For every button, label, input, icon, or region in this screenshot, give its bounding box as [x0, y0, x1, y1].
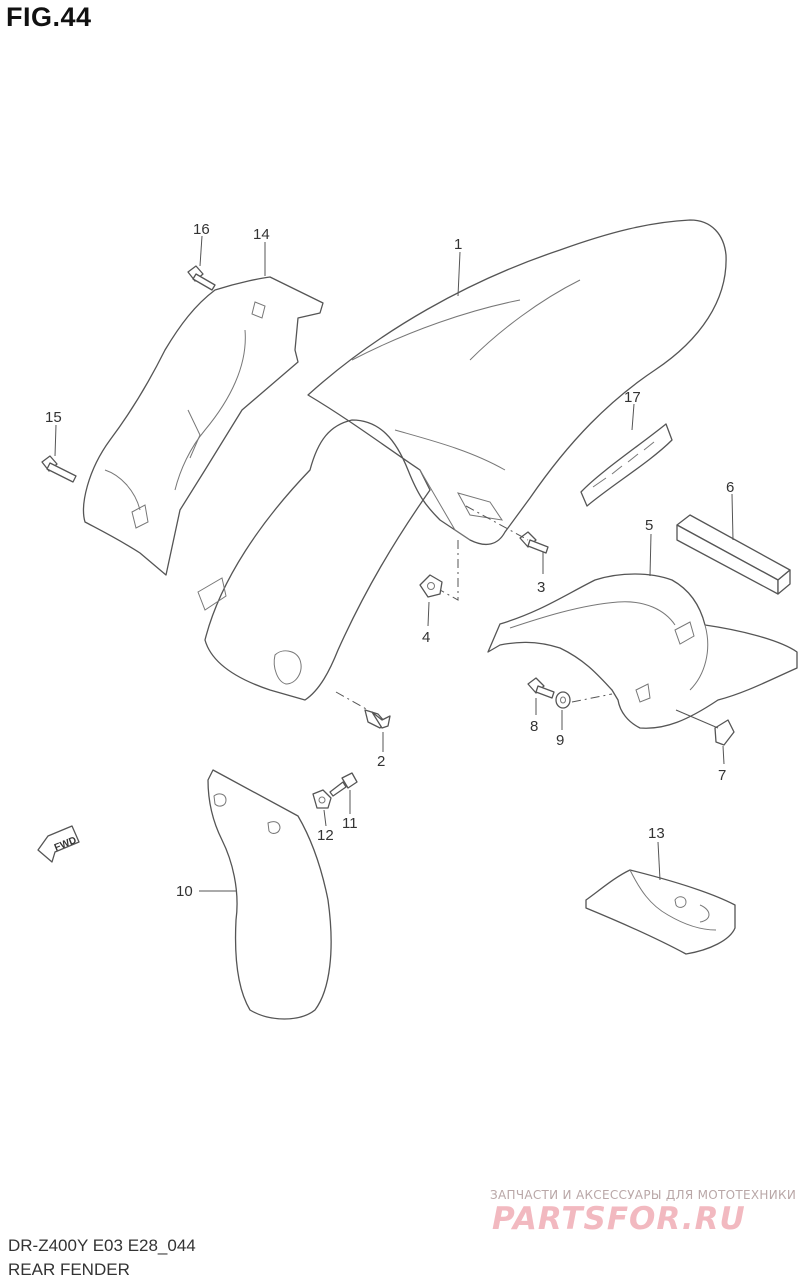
mud-flap-part-10[interactable]: [207, 769, 332, 1020]
callout-9: 9: [556, 732, 564, 749]
bolt-part-15[interactable]: [41, 455, 77, 483]
rear-fender-part-1[interactable]: [197, 219, 727, 701]
washer-part-9[interactable]: [555, 691, 571, 709]
nut-part-12[interactable]: [312, 789, 332, 809]
bolt-part-3[interactable]: [519, 531, 549, 554]
callout-14: 14: [253, 226, 270, 243]
inner-fender-part-5[interactable]: [487, 573, 798, 729]
bolt-part-16[interactable]: [187, 265, 216, 291]
callout-11: 11: [342, 815, 358, 832]
leader-lines: [54, 235, 734, 892]
callout-6: 6: [726, 479, 734, 496]
callout-7: 7: [718, 767, 726, 784]
callout-12: 12: [317, 827, 334, 844]
nut-part-4[interactable]: [419, 574, 443, 598]
callout-10: 10: [176, 883, 193, 900]
emblem-part-17[interactable]: [580, 423, 673, 507]
callout-13: 13: [648, 825, 665, 842]
part-name: REAR FENDER: [8, 1260, 130, 1279]
figure-title: FIG.44: [6, 2, 92, 32]
clip-nut-part-7[interactable]: [714, 719, 735, 746]
callout-17: 17: [624, 389, 641, 406]
callout-16: 16: [193, 221, 210, 238]
callout-8: 8: [530, 718, 538, 735]
callout-4: 4: [422, 629, 430, 646]
callout-3: 3: [537, 579, 545, 596]
watermark-caption: ЗАПЧАСТИ И АКСЕССУАРЫ ДЛЯ МОТОТЕХНИКИ: [490, 1188, 797, 1202]
forward-arrow-icon: FWD: [37, 825, 80, 863]
model-code: DR-Z400Y E03 E28_044: [8, 1236, 196, 1255]
plate-part-13[interactable]: [585, 869, 736, 955]
callout-15: 15: [45, 409, 62, 426]
callout-5: 5: [645, 517, 653, 534]
bolt-part-11[interactable]: [329, 772, 358, 797]
callout-1: 1: [454, 236, 462, 253]
watermark-logo: PARTSFOR.RU: [492, 1201, 746, 1237]
foam-part-6[interactable]: [676, 514, 791, 595]
side-cover-part-14[interactable]: [82, 276, 324, 576]
bolt-part-8[interactable]: [527, 677, 555, 699]
screw-part-2[interactable]: [364, 709, 391, 729]
callout-2: 2: [377, 753, 385, 770]
